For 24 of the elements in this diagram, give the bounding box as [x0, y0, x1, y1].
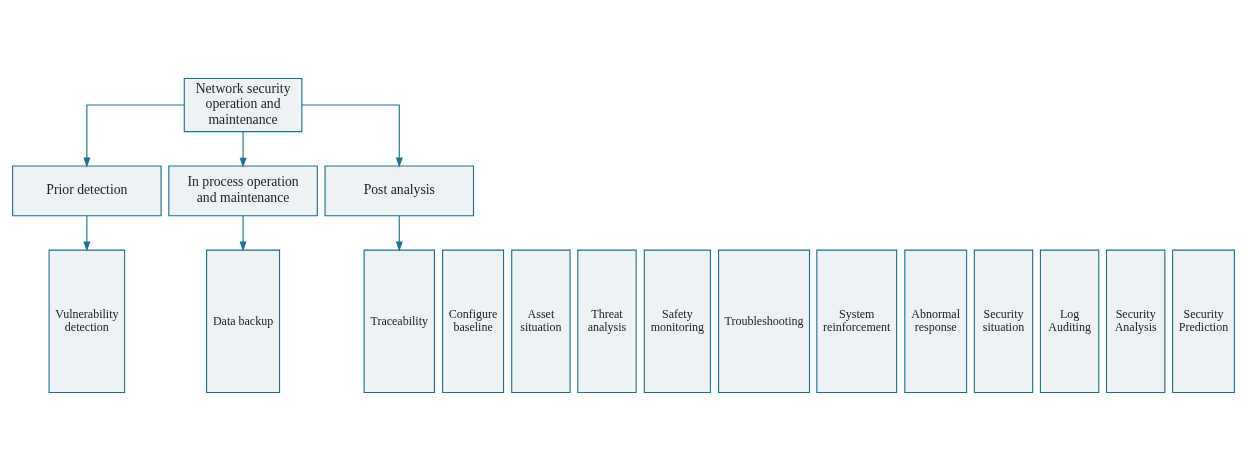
node-box: Log Auditing — [1039, 249, 1100, 393]
arrow — [239, 130, 247, 168]
node-box: Asset situation — [511, 249, 571, 393]
node-box: Threat analysis — [577, 249, 637, 393]
node-box: Troubleshooting — [718, 249, 811, 393]
node-box: Data backup — [206, 249, 281, 393]
node-box: System reinforcement — [816, 249, 898, 393]
node-box: Configure baseline — [442, 249, 505, 393]
arrow — [83, 214, 91, 252]
node-box: Security situation — [973, 249, 1034, 393]
arrow — [239, 214, 247, 252]
arrow — [83, 104, 185, 167]
node-box: Abnormal response — [904, 249, 968, 393]
node-box: Prior detection — [12, 164, 162, 216]
node-box: Security Prediction — [1172, 249, 1235, 393]
node-box: Vulnerability detection — [48, 249, 126, 393]
node-box: Safety monitoring — [643, 249, 711, 393]
node-box: Network security operation and maintenance — [183, 77, 303, 132]
node-box: Security Analysis — [1105, 249, 1166, 393]
arrow — [301, 104, 403, 167]
node-box: Post analysis — [324, 164, 475, 216]
node-box: Traceability — [363, 249, 435, 393]
arrow — [395, 214, 403, 252]
node-box: In process operation and maintenance — [168, 164, 318, 216]
